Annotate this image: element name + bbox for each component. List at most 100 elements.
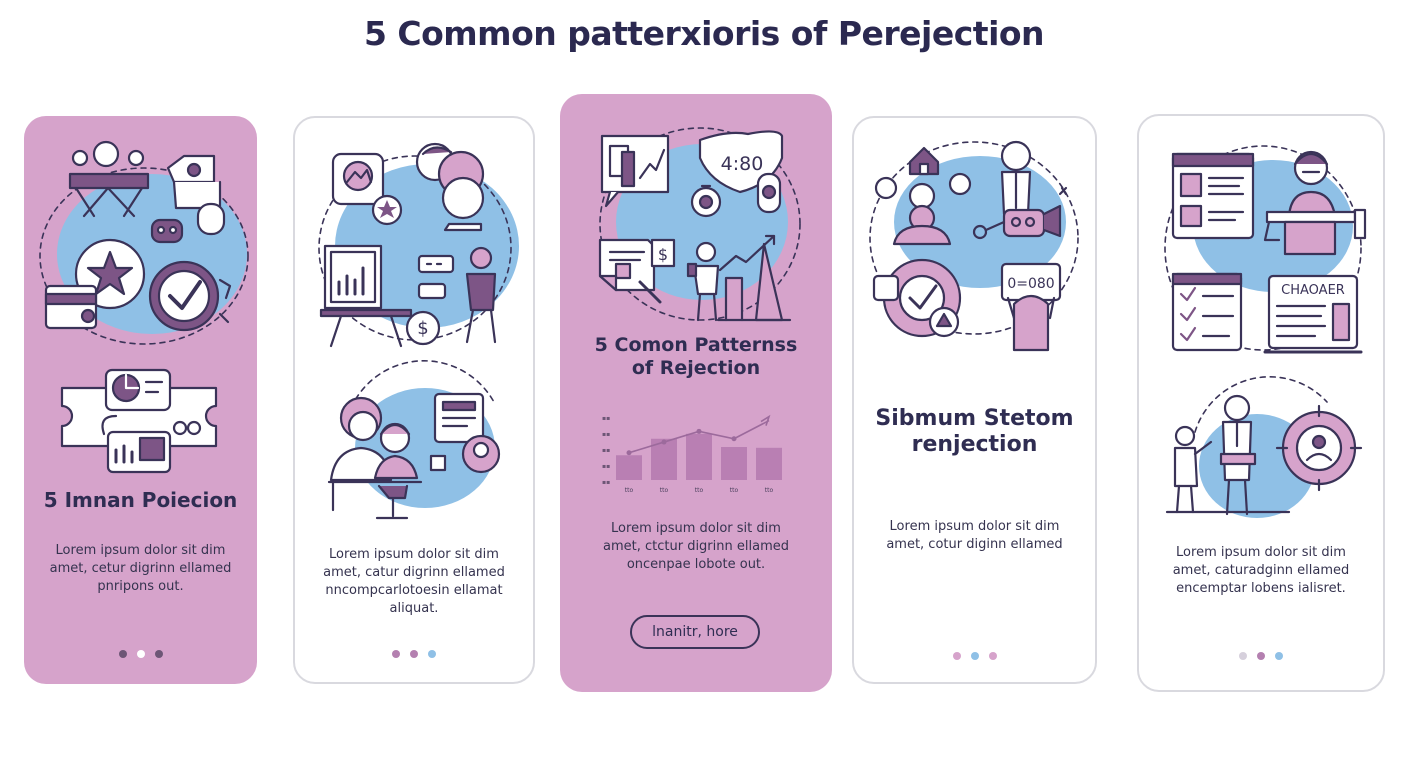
trend-arrow [760,414,771,426]
lightbulb-icon [874,172,1068,210]
card-2-body-line-2: amet, catur digrinn ellamed [323,565,505,580]
dollar-tag-text: $ [658,245,668,264]
growth-chart-icon [716,234,792,322]
trend-point [696,428,702,434]
card-1-heading-line-1: 5 Imnan Poiecion [43,488,238,512]
chart-bar [651,438,677,480]
card-4-heading-line-2: renjection [911,432,1038,458]
card-1-body-line-3: pnripons out. [97,579,184,594]
card-2-illustration: $ [318,142,519,520]
document-with-seal-icon [598,238,662,304]
card-3[interactable]: 4:80 $ [560,94,832,692]
robot-icon [150,218,184,244]
camera-icon [166,154,222,210]
document-card-icon [433,392,485,444]
presentation-board-icon [319,244,413,348]
card-1[interactable]: 5 Imnan Poiecion Lorem ipsum dolor sit d… [24,116,257,684]
y-tick-label: ▪▪ [602,479,610,486]
card-2-pagination[interactable] [295,650,533,658]
remote-control-icon [417,254,455,300]
card-1-heading: 5 Imnan Poiecion [24,488,257,512]
pagination-dot[interactable] [970,652,979,660]
card-4[interactable]: 0=080 Sibmum Stetom renjection Lorem ips… [852,116,1097,684]
board-text: CHAOAER [1281,283,1345,298]
x-tick-label: tto [660,487,669,494]
card-4-body-line-1: Lorem ipsum dolor sit dim [889,519,1060,534]
avatar-icon [892,204,952,246]
card-4-heading: Sibmum Stetom renjection [854,406,1095,459]
notice-board-icon: CHAOAER [1263,274,1363,354]
resume-icon [1171,152,1255,240]
card-2[interactable]: $ Lorem ipsum dolor sit dim amet, catur … [293,116,535,684]
photo-frame-icon [331,152,385,206]
card-3-body-line-1: Lorem ipsum dolor sit dim [611,521,781,536]
chart-bar [756,447,782,480]
card-4-pagination[interactable] [854,652,1095,660]
pagination-dot[interactable] [988,652,997,660]
trend-point [731,436,737,442]
card-1-body: Lorem ipsum dolor sit dim amet, cetur di… [24,542,257,596]
monitor-icon: 0=080 [1000,262,1062,352]
learn-more-button[interactable]: lnanitr, hore [630,615,760,649]
clock-icon [148,260,232,332]
card-5-body: Lorem ipsum dolor sit dim amet, caturadg… [1139,544,1383,598]
card-2-body-line-4: aliquat. [389,601,439,616]
card-3-body-line-3: oncenpae lobote out. [626,557,766,572]
pagination-dot[interactable] [154,650,163,658]
speech-bubble-icon [196,202,226,236]
card-2-body-line-3: nncompcarlotoesin ellamat [325,583,503,598]
card-3-heading-line-2: of Rejection [631,356,761,379]
pagination-dot[interactable] [392,650,400,658]
credit-card-icon [44,284,98,330]
pagination-dot[interactable] [952,652,961,660]
checklist-icon [1171,272,1243,352]
ticket-icon [60,386,218,448]
stopwatch-icon [690,184,722,218]
x-tick-label: tto [695,487,704,494]
card-3-body: Lorem ipsum dolor sit dim amet, ctctur d… [560,520,832,574]
pagination-dot[interactable] [1257,652,1265,660]
card-5-pagination[interactable] [1139,652,1383,660]
chart-bar [686,433,712,480]
card-4-illustration: 0=080 [869,140,1079,352]
y-tick-label: ▪▪ [602,415,610,422]
trend-point [626,450,632,456]
pagination-dot[interactable] [1275,652,1283,660]
person-with-group-icon [415,142,485,232]
card-3-illustration: 4:80 $ [598,127,801,322]
dollar-sign-text: $ [417,318,428,339]
pagination-dot[interactable] [1239,652,1247,660]
x-tick-label: tto [625,487,634,494]
trend-point [661,439,667,445]
card-5[interactable]: CHAOAER Lorem ipsum dolor sit dim [1137,114,1385,692]
pagination-dot[interactable] [428,650,436,658]
pagination-dot[interactable] [136,650,145,658]
dollar-coin-icon: $ [405,310,441,346]
report-chart-icon [600,134,670,208]
profile-badge-icon [429,434,501,474]
card-3-body-line-2: amet, ctctur digrinn ellamed [603,539,789,554]
card-3-heading: 5 Comon Patternss of Rejection [560,334,832,380]
pagination-dot[interactable] [118,650,127,658]
y-tick-label: ▪▪ [602,463,610,470]
monitor-display-text: 0=080 [1007,276,1054,292]
card-1-illustration [39,140,249,474]
people-group-icon [68,140,150,218]
card-2-body-line-1: Lorem ipsum dolor sit dim [329,547,499,562]
pagination-dot[interactable] [410,650,418,658]
y-tick-label: ▪▪ [602,431,610,438]
x-tick-label: tto [730,487,739,494]
page-title: 5 Common patterxioris of Perejection [363,14,1045,53]
card-4-body-line-2: amet, cotur diginn ellamed [886,537,1063,552]
lock-badge-icon [756,172,782,214]
star-badge-icon [371,194,403,226]
chart-bar [721,447,747,480]
card-1-pagination[interactable] [24,650,257,658]
card-3-heading-line-1: 5 Comon Patternss [594,334,798,356]
parent-child-icon [327,396,423,520]
house-icon [908,146,940,176]
person-standing-icon [465,246,497,344]
bar-stats-icon [106,430,172,474]
podium-icon [1263,208,1367,256]
